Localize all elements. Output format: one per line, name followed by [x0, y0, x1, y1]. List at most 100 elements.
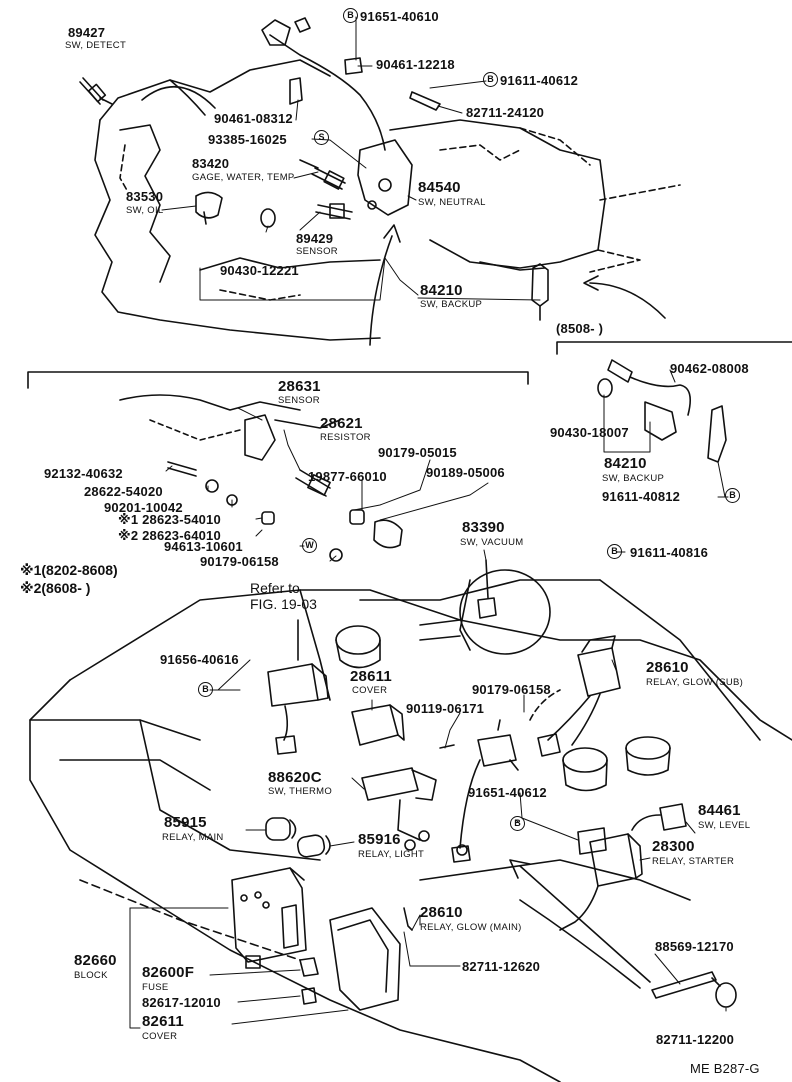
label-82611: 82611 — [142, 1013, 184, 1030]
bolt-marker-icon: B — [343, 8, 358, 23]
backup-switch-inset — [597, 359, 727, 463]
relay-glow-sub — [537, 635, 621, 757]
fuse-part — [299, 957, 319, 1005]
screw-marker-icon: S — [314, 130, 329, 145]
label-83390-name: SW, VACUUM — [460, 537, 524, 548]
label-90119-06171: 90119-06171 — [406, 701, 485, 716]
neutral-switch-assembly — [261, 17, 441, 216]
label-28610-a: 28610 — [646, 659, 689, 676]
label-91611-40816: 91611-40816 — [630, 545, 709, 560]
label-82600f-name: FUSE — [142, 982, 169, 993]
label-91656-40616: 91656-40616 — [160, 652, 239, 667]
label-90462-08008: 90462-08008 — [670, 361, 749, 376]
label-85915: 85915 — [164, 814, 207, 831]
label-28631-name: SENSOR — [278, 395, 320, 406]
fig1903-relay — [267, 619, 329, 755]
label-90461-12218: 90461-12218 — [376, 57, 455, 72]
label-83420: 83420 — [192, 156, 230, 171]
label-90179-06158-a: 90179-06158 — [200, 554, 279, 569]
label-82617-12010: 82617-12010 — [142, 995, 221, 1010]
label-84210-b: 84210 — [604, 455, 647, 472]
label-85916-name: RELAY, LIGHT — [358, 849, 425, 860]
label-83530: 83530 — [126, 189, 164, 204]
engine-bay-outline — [29, 579, 792, 1082]
label-28623-54010: ※1 28623-54010 — [118, 512, 221, 527]
relay-glow-main — [439, 719, 519, 863]
vacuum-switch-part — [477, 559, 497, 619]
label-89429: 89429 — [296, 231, 334, 246]
label-90430-12221: 90430-12221 — [220, 263, 299, 278]
engine-outline — [94, 59, 681, 346]
label-84461: 84461 — [698, 802, 741, 819]
label-28622-54020: 28622-54020 — [84, 484, 163, 499]
label-28611: 28611 — [350, 668, 392, 685]
label-28631: 28631 — [278, 378, 321, 395]
label-28611-name: COVER — [352, 685, 388, 696]
bolt-marker-icon: B — [725, 488, 740, 503]
label-90179-06158-b: 90179-06158 — [472, 682, 551, 697]
glow-sensor-section — [119, 394, 403, 562]
label-90189-05006: 90189-05006 — [426, 465, 505, 480]
label-91651-40612: 91651-40612 — [468, 785, 547, 800]
figure-reference: FIG. 19-03 — [250, 596, 317, 612]
sensor-part — [260, 203, 353, 228]
label-28623-64010: ※2 28623-64010 — [118, 528, 221, 543]
label-28610-b-name: RELAY, GLOW (MAIN) — [420, 922, 522, 933]
label-90461-08312: 90461-08312 — [214, 111, 293, 126]
label-85915-name: RELAY, MAIN — [162, 832, 224, 843]
block-cover — [329, 907, 413, 1011]
label-88620c-name: SW, THERMO — [268, 786, 333, 797]
junction-block — [231, 867, 307, 969]
label-90430-18007: 90430-18007 — [550, 425, 629, 440]
label-88569-12170: 88569-12170 — [655, 939, 734, 954]
sw-detect-part — [79, 77, 113, 105]
label-28610-a-name: RELAY, GLOW (SUB) — [646, 677, 744, 688]
label-89427: 89427 — [68, 25, 106, 40]
label-82611-name: COVER — [142, 1031, 178, 1042]
label-19877-66010: 19877-66010 — [308, 469, 387, 484]
bolt-marker-icon: B — [198, 682, 213, 697]
label-90179-05015: 90179-05015 — [378, 445, 457, 460]
label-range-8508: (8508- ) — [556, 321, 604, 336]
label-28300-name: RELAY, STARTER — [652, 856, 735, 867]
section-bracket — [27, 371, 529, 389]
range-bracket — [556, 341, 792, 355]
label-91611-40612: 91611-40612 — [500, 73, 579, 88]
label-83390: 83390 — [462, 519, 505, 536]
label-84461-name: SW, LEVEL — [698, 820, 751, 831]
water-temp-gage-part — [299, 159, 346, 190]
label-84540: 84540 — [418, 179, 461, 196]
relay-main-part — [265, 817, 297, 841]
grommet-part — [651, 971, 737, 1008]
label-90201-10042: 90201-10042 — [104, 500, 183, 515]
note-range-2: ※2(8608- ) — [20, 580, 91, 596]
lower-arrows — [509, 859, 651, 989]
diagram-code: ME B287-G — [690, 1061, 760, 1076]
thermo-switch-part — [361, 767, 468, 856]
label-82711-12620: 82711-12620 — [462, 959, 541, 974]
label-94613-10601: 94613-10601 — [164, 539, 243, 554]
cover-28611 — [351, 704, 405, 746]
refer-to-text: Refer to — [250, 580, 300, 596]
label-28610-b: 28610 — [420, 904, 463, 921]
label-84210-a: 84210 — [420, 282, 463, 299]
label-82660-name: BLOCK — [74, 970, 108, 981]
label-84540-name: SW, NEUTRAL — [418, 197, 486, 208]
label-88620c: 88620C — [268, 769, 322, 786]
bolt-marker-icon: B — [510, 816, 525, 831]
brake-booster — [335, 569, 551, 669]
label-28300: 28300 — [652, 838, 695, 855]
label-82711-24120: 82711-24120 — [466, 105, 545, 120]
label-82711-12200: 82711-12200 — [656, 1032, 735, 1047]
oil-switch-part — [195, 191, 223, 225]
label-92132-40632: 92132-40632 — [44, 466, 123, 481]
label-91651-40610: 91651-40610 — [360, 9, 439, 24]
label-91611-40812: 91611-40812 — [602, 489, 681, 504]
note-range-1: ※1(8202-8608) — [20, 562, 118, 578]
label-82660: 82660 — [74, 952, 117, 969]
label-82600f: 82600F — [142, 964, 195, 981]
label-84210-b-name: SW, BACKUP — [602, 473, 665, 484]
bolt-marker-icon: B — [607, 544, 622, 559]
